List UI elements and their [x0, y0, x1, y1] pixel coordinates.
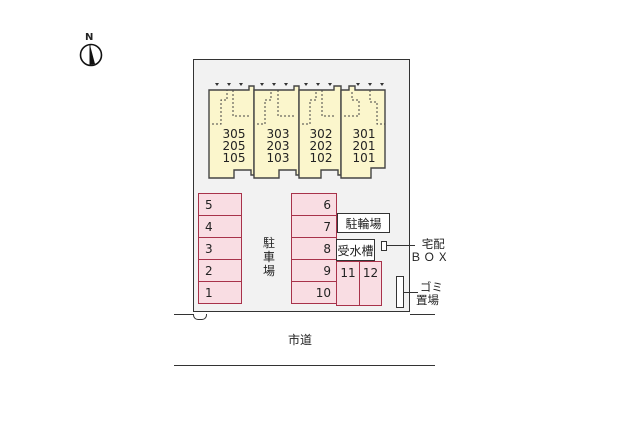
parking-space-10: 10 [291, 281, 337, 304]
unit-label: 205 [222, 139, 246, 153]
parking-space-7: 7 [291, 215, 337, 238]
unit-label: 103 [266, 151, 290, 165]
water-tank: 受水槽 [336, 239, 375, 261]
unit-label: 301 [352, 127, 376, 141]
unit-label: 105 [222, 151, 246, 165]
garbage-area-box [396, 276, 404, 308]
bicycle-parking: 駐輪場 [337, 213, 390, 233]
north-arrow-icon [79, 43, 103, 67]
road-edge-top-right [410, 314, 435, 315]
unit-label: 201 [352, 139, 376, 153]
unit-group-305: 305 205 105 [217, 128, 251, 164]
delivery-box-label: 宅配 ＢＯＸ [410, 237, 451, 264]
unit-group-303: 303 203 103 [261, 128, 295, 164]
building: 305 205 105 303 203 103 302 202 102 301 … [207, 83, 389, 186]
compass-label: N [85, 32, 94, 43]
entrance-notch [193, 314, 207, 320]
parking-space-5: 5 [198, 193, 242, 216]
parking-space-6: 6 [291, 193, 337, 216]
unit-label: 302 [309, 127, 333, 141]
unit-label: 305 [222, 127, 246, 141]
unit-label: 303 [266, 127, 290, 141]
unit-label: 101 [352, 151, 376, 165]
compass: N [78, 32, 104, 68]
delivery-box-marker [381, 241, 387, 251]
road-edge-bottom [174, 365, 435, 366]
garbage-leader [404, 292, 418, 293]
unit-label: 202 [309, 139, 333, 153]
garbage-area-label: ゴミ 置場 [416, 280, 443, 307]
parking-space-9: 9 [291, 259, 337, 282]
parking-space-4: 4 [198, 215, 242, 238]
parking-space-8: 8 [291, 237, 337, 260]
road-label: 市道 [288, 333, 313, 347]
parking-space-3: 3 [198, 237, 242, 260]
delivery-box-leader [386, 245, 415, 246]
building-outline [208, 83, 386, 179]
parking-left-column: 5 4 3 2 1 [198, 193, 242, 304]
unit-group-302: 302 202 102 [304, 128, 338, 164]
parking-space-1: 1 [198, 281, 242, 304]
unit-label: 203 [266, 139, 290, 153]
road-edge-top-left [174, 314, 194, 315]
parking-space-2: 2 [198, 259, 242, 282]
parking-right-column: 6 7 8 9 10 [291, 193, 337, 304]
parking-label: 駐 車 場 [262, 236, 275, 278]
parking-space-12: 12 [359, 261, 382, 306]
parking-space-11: 11 [336, 261, 360, 306]
unit-label: 102 [309, 151, 333, 165]
unit-group-301: 301 201 101 [347, 128, 381, 164]
